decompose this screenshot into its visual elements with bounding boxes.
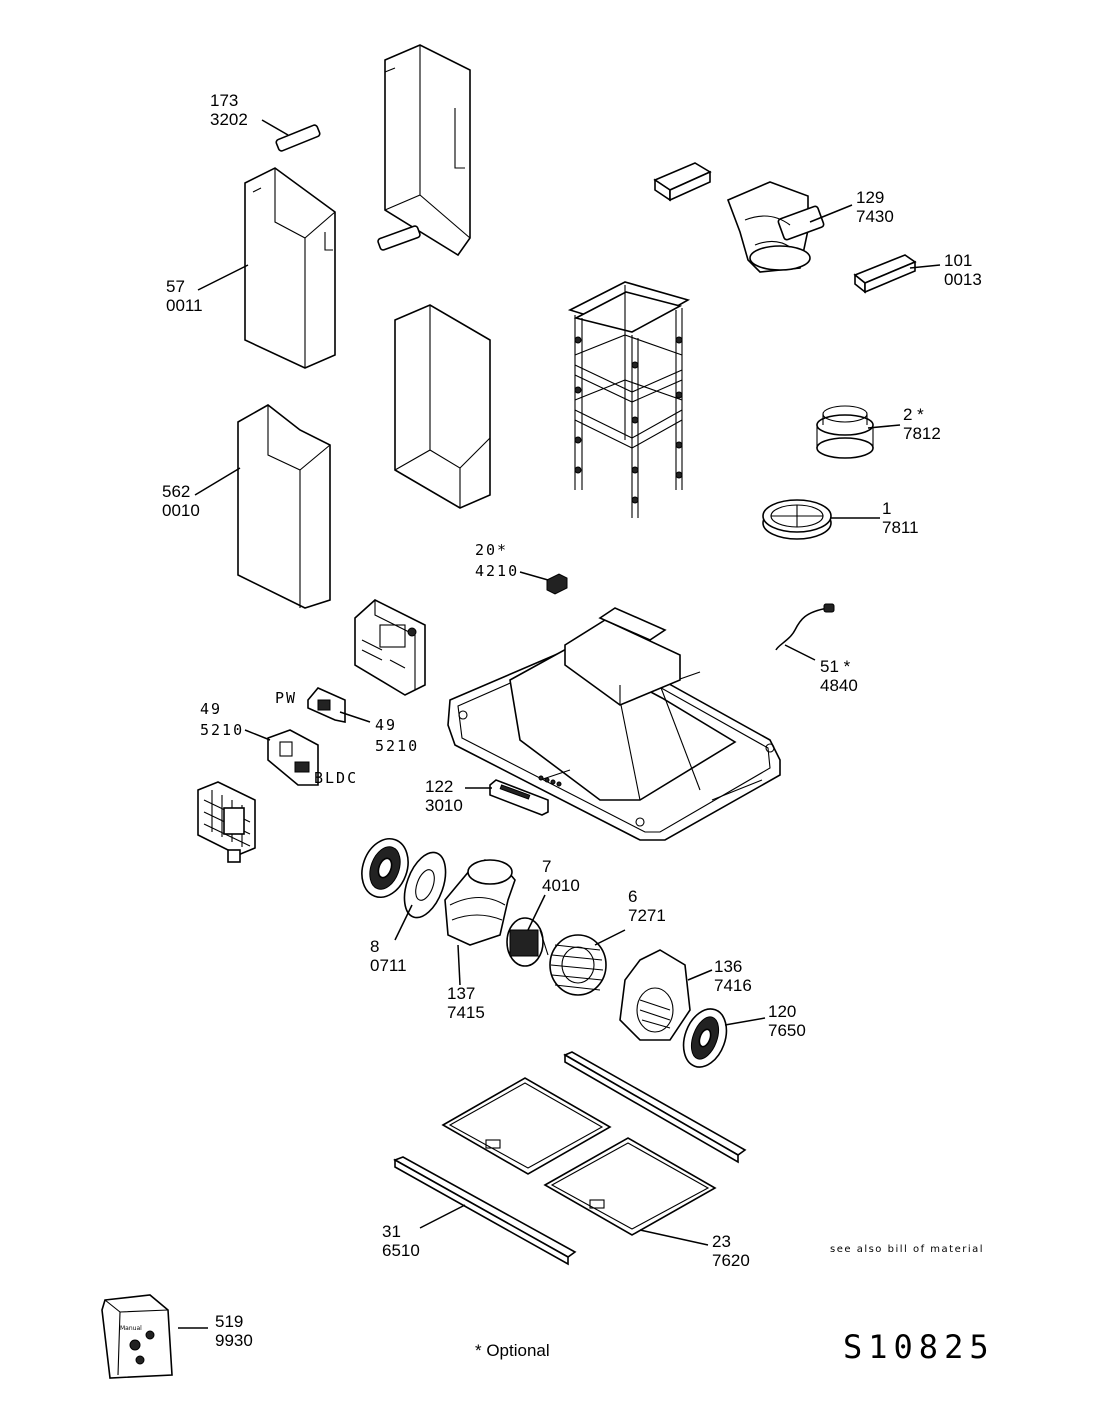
tag-bldc: BLDC <box>314 769 358 787</box>
duct-connector-101 <box>853 254 917 294</box>
cable-part-51 <box>775 603 835 651</box>
bldc-board <box>267 729 319 786</box>
grease-filter-upper <box>441 1077 612 1175</box>
rail-lower-part-31 <box>393 1156 577 1266</box>
note-see-also: see also bill of material <box>830 1244 984 1255</box>
impeller-part-6 <box>549 934 607 996</box>
chimney-cover-lower-left <box>237 404 331 609</box>
air-outlet-part-129 <box>726 181 825 273</box>
control-strip-part-122 <box>489 779 549 816</box>
grease-filter-lower <box>543 1137 717 1236</box>
chimney-cover-upper-left <box>244 167 336 369</box>
drawing-code: S10825 <box>843 1328 995 1366</box>
reducer-ring-part-2 <box>816 405 874 459</box>
electronics-box <box>354 599 426 696</box>
rail-upper <box>563 1051 747 1164</box>
chimney-cover-lower-right <box>394 304 491 509</box>
fan-housing-part-136 <box>619 949 691 1041</box>
callout-2: 2 *7812 <box>903 405 941 443</box>
callout-20: 20*4210 <box>475 541 519 580</box>
fan-housing-part-137 <box>444 859 516 946</box>
gasket-part <box>275 124 321 152</box>
motor-part-7 <box>506 917 549 967</box>
leader-lines <box>178 119 941 1329</box>
fan-grille-left <box>361 838 409 898</box>
duct-connector-small <box>653 162 712 202</box>
check-valve-part-1 <box>762 499 832 540</box>
hood-body <box>447 607 781 841</box>
plate-part-8 <box>403 851 447 919</box>
accessory-bag-part-519 <box>101 1294 173 1379</box>
tag-manual: Manual <box>120 1325 142 1332</box>
pw-board <box>307 687 346 723</box>
support-frame <box>567 281 691 518</box>
grille-part-120 <box>682 1008 728 1068</box>
callout-51: 51 *4840 <box>820 657 858 695</box>
grid-panel <box>197 781 256 863</box>
note-optional: * Optional <box>475 1341 550 1360</box>
chimney-cover-upper-right <box>377 44 471 257</box>
tag-pw: PW <box>275 689 297 707</box>
connector-part-20 <box>546 573 568 595</box>
